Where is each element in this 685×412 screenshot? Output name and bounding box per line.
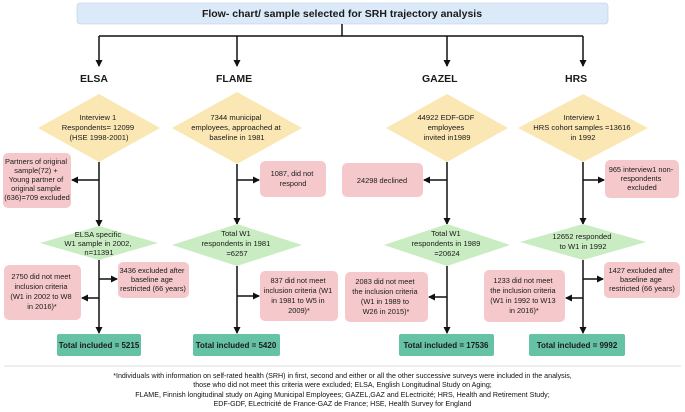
chart-title: Flow- chart/ sample selected for SRH tra… [202,8,482,20]
hrs-step1-text: Interview 1 HRS cohort samples =13616 in… [533,113,632,142]
hrs-excluded-box-2a [484,270,565,322]
hrs-excluded-box-2b [604,262,680,298]
cohort-label-elsa: ELSA [80,73,108,85]
elsa-excluded-text-2b: 3436 excluded after baseline age restric… [120,266,187,293]
footnote: *Individuals with information on self-ra… [4,372,681,409]
flame-step1-text: 7344 municipal employees, approached at … [191,113,283,142]
elsa-excluded-text-1: Partners of original sample(72) + Young … [4,157,70,202]
footnote-line-3: FLAME, Finnish longitudinal study on Agi… [135,390,550,399]
gazel-excluded-text-1: 24298 declined [357,176,407,185]
gazel-total-text: Total included = 17536 [404,341,490,350]
elsa-excluded-text-2a: 2750 did not meet inclusion criteria (W1… [10,272,73,311]
top-connector [95,24,587,67]
cohort-label-hrs: HRS [565,73,587,85]
hrs-step1-diamond [518,94,648,162]
hrs-excluded-text-2a: 1233 did not meet the inclusion criteria… [490,276,557,315]
cohort-label-gazel: GAZEL [422,73,458,85]
gazel-total-box [399,334,494,356]
hrs-flow: Interview 1 HRS cohort samples =13616 in… [484,94,680,356]
hrs-excluded-text-2b: 1427 excluded after baseline age restric… [609,266,676,293]
gazel-flow: 44922 EDF-GDF employees invited in1989 2… [342,94,510,356]
elsa-step2-text: ELSA specific W1 sample in 2002, n=11391 [64,230,133,257]
gazel-step1-diamond [386,94,508,162]
flame-step2-diamond [172,224,302,266]
flame-total-box [193,334,280,356]
elsa-step1-diamond [38,94,160,162]
elsa-step2-diamond [40,226,158,260]
hrs-step2-text: 12652 responded to W1 in 1992 [552,232,613,251]
flame-flow: 7344 municipal employees, approached at … [172,92,338,356]
flame-excluded-text-2: 837 did not meet inclusion criteria (W1 … [264,276,335,315]
gazel-step2-diamond [384,224,510,266]
hrs-step2-diamond [520,224,646,260]
flame-excluded-box-1 [260,161,326,197]
gazel-step1-text: 44922 EDF-GDF employees invited in1989 [417,113,476,142]
flame-step1-diamond [172,92,302,164]
hrs-total-text: Total included = 9992 [537,341,618,350]
flame-excluded-box-2 [260,271,338,321]
flame-total-text: Total included = 5420 [196,341,277,350]
footnote-line-4: EDF-GDF, ELectricité de France-GAZ de Fr… [213,399,472,408]
elsa-excluded-box-2a [4,265,81,320]
elsa-excluded-box-2b [118,262,189,298]
footnote-line-1: *Individuals with information on self-ra… [113,372,572,380]
flame-excluded-text-1: 1087, did not respond [271,169,316,188]
cohort-label-flame: FLAME [216,73,252,85]
gazel-excluded-box-1 [342,163,423,197]
elsa-step1-text: Interview 1 Respondents= 12099 (HSE 1998… [62,113,137,142]
hrs-excluded-box-1 [605,160,679,198]
gazel-excluded-text-2: 2083 did not meet the inclusion criteria… [352,277,419,316]
hrs-total-box [529,334,625,356]
gazel-step2-text: Total W1 respondents in 1989 =20624 [412,229,483,258]
hrs-excluded-text-1: 965 interview1 non- respondents excluded [609,165,676,192]
elsa-total-box [57,334,141,356]
elsa-total-text: Total included = 5215 [59,341,140,350]
flame-step2-text: Total W1 respondents in 1981 =6257 [202,229,273,258]
gazel-excluded-box-2 [345,272,428,322]
elsa-excluded-box-1 [3,153,71,208]
elsa-flow: Interview 1 Respondents= 12099 (HSE 1998… [3,94,189,356]
footnote-line-2: those who did not meet this criteria wer… [193,381,492,390]
